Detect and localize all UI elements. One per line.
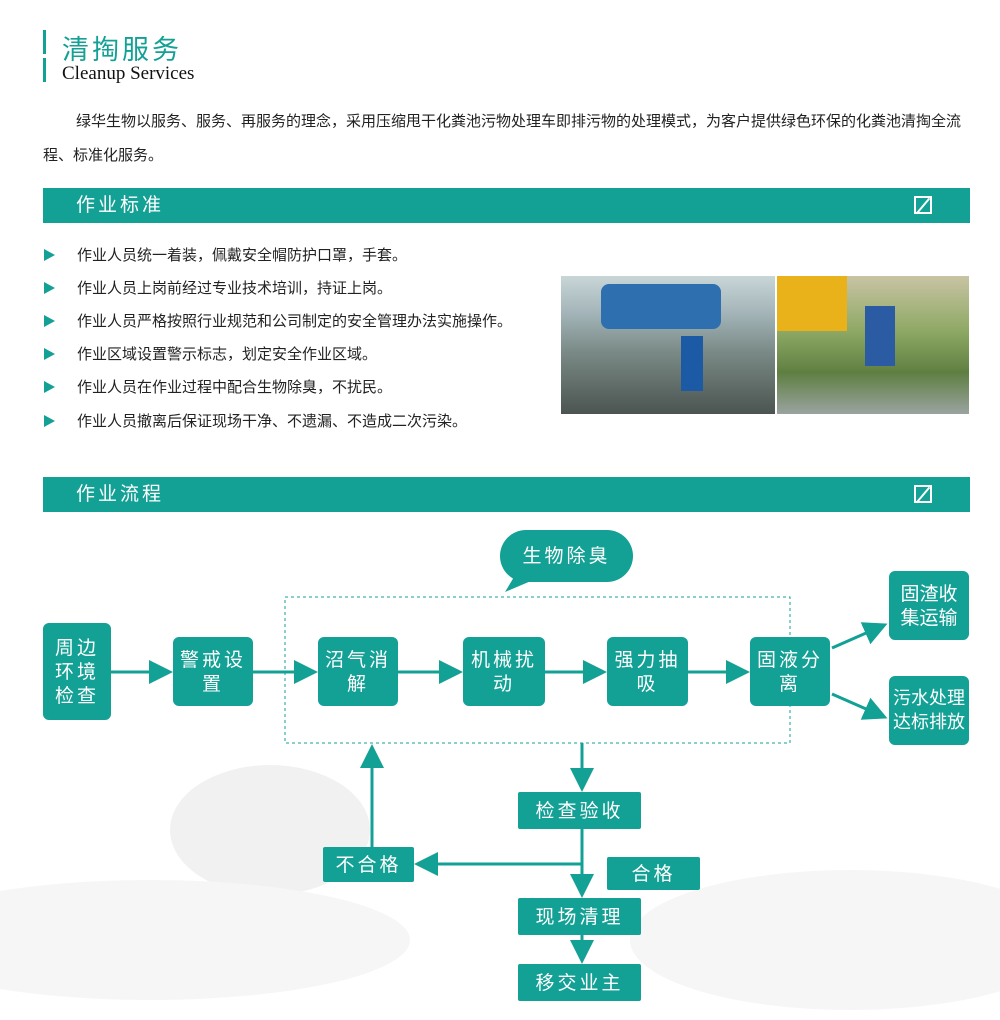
step-strong-suction: 强力抽吸 (607, 637, 688, 706)
output-wastewater-discharge: 污水处理达标排放 (889, 676, 969, 745)
bubble-deodorize: 生物除臭 (500, 530, 633, 582)
worker-photo-2 (777, 276, 969, 414)
worker-shape (865, 306, 895, 366)
page-subtitle: Cleanup Services (62, 63, 195, 84)
triangle-bullet-icon (44, 415, 55, 427)
triangle-bullet-icon (44, 315, 55, 327)
expand-icon[interactable] (914, 485, 932, 503)
expand-icon[interactable] (914, 196, 932, 214)
title-accent-bar (43, 30, 46, 54)
worker-photo-1 (561, 276, 775, 414)
background-clouds (0, 765, 1000, 1010)
step-biogas-digest: 沼气消解 (318, 637, 398, 706)
step-mechanical-stir: 机械扰动 (463, 637, 545, 706)
step-handover: 移交业主 (518, 964, 641, 1001)
truck-shape (601, 284, 721, 329)
step-site-cleanup: 现场清理 (518, 898, 641, 935)
step-solid-liquid-separation: 固液分离 (750, 637, 830, 706)
worker-shape (681, 336, 703, 391)
output-solid-transport: 固渣收集运输 (889, 571, 969, 640)
page-title: 清掏服务 (62, 35, 182, 66)
step-warning-setup: 警戒设置 (173, 637, 253, 706)
flow-connectors (0, 567, 1000, 1010)
step-environment-check: 周边环境检查 (43, 623, 111, 720)
step-inspection: 检查验收 (518, 792, 641, 829)
section-title: 作业标准 (76, 194, 165, 216)
intro-paragraph: 绿华生物以服务、服务、再服务的理念，采用压缩甩干化粪池污物处理车即排污物的处理模… (43, 112, 962, 164)
section-header-standards: 作业标准 (43, 188, 970, 223)
section-title: 作业流程 (76, 483, 165, 505)
triangle-bullet-icon (44, 249, 55, 261)
subtitle-accent-bar (43, 58, 46, 82)
result-fail: 不合格 (323, 847, 414, 882)
triangle-bullet-icon (44, 282, 55, 294)
triangle-bullet-icon (44, 348, 55, 360)
result-pass: 合格 (607, 857, 700, 890)
section-header-process: 作业流程 (43, 477, 970, 512)
truck-shape (777, 276, 847, 331)
triangle-bullet-icon (44, 381, 55, 393)
